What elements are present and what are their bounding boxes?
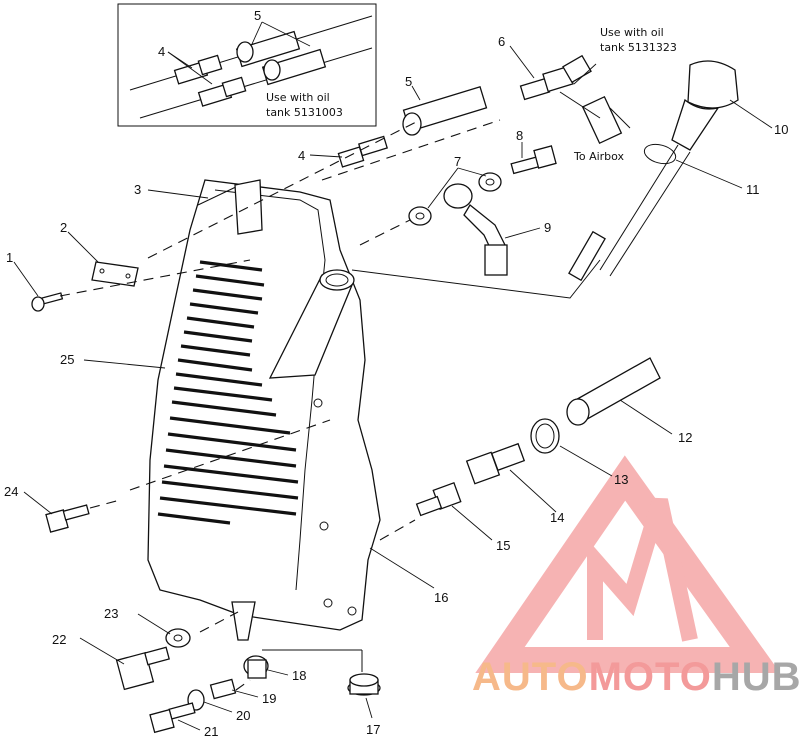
callout-21: 21 — [204, 724, 218, 738]
part-4-fitting — [337, 135, 388, 168]
inset-note-line2: tank 5131003 — [266, 106, 343, 119]
top-note-line1: Use with oil — [600, 26, 664, 39]
assembly-lines — [59, 91, 631, 691]
callout-19: 19 — [262, 691, 276, 706]
inset-box — [117, 3, 377, 127]
part-11-o-ring — [643, 143, 677, 165]
callout-24: 24 — [4, 484, 18, 499]
top-note-line2: tank 5131323 — [600, 41, 677, 54]
part-2-plate — [91, 261, 139, 287]
part-15-fitting — [415, 482, 462, 517]
part-17-grommet — [347, 673, 381, 696]
watermark-auto: AUTO — [472, 655, 589, 699]
callout-18: 18 — [292, 668, 306, 683]
watermark-logo — [475, 455, 781, 673]
part-8-bolt — [510, 145, 557, 175]
callout-6: 6 — [498, 34, 505, 49]
watermark-moto: MOTO — [589, 655, 712, 699]
airbox-note: To Airbox — [573, 150, 625, 163]
part-5-hose — [402, 85, 488, 136]
part-1-screw — [31, 292, 64, 312]
callout-15: 15 — [496, 538, 510, 553]
part-12-hose — [566, 357, 661, 426]
oil-tank — [147, 179, 381, 641]
watermark-hub: HUB — [712, 655, 800, 699]
leader-lines — [13, 21, 773, 731]
inset-parts — [129, 15, 373, 119]
callout-25: 25 — [60, 352, 74, 367]
part-24-bolt — [45, 504, 90, 533]
part-7-washer-b — [478, 172, 502, 192]
callout-5: 5 — [405, 74, 412, 89]
part-7-washer — [408, 206, 432, 226]
callout-4: 4 — [298, 148, 305, 163]
part-18-bushing — [243, 655, 269, 679]
callout-12: 12 — [678, 430, 692, 445]
callout-9: 9 — [544, 220, 551, 235]
watermark-text: AUTOMOTOHUB — [472, 655, 800, 699]
callout-10: 10 — [774, 122, 788, 137]
callout-2: 2 — [60, 220, 67, 235]
part-13-clamp — [530, 418, 560, 454]
part-22-drain-plug — [115, 646, 170, 691]
callout-23: 23 — [104, 606, 118, 621]
part-9-banjo-hose — [443, 183, 508, 276]
inset-note-line1: Use with oil — [266, 91, 330, 104]
callout-14: 14 — [550, 510, 564, 525]
callout-1: 1 — [6, 250, 13, 265]
callout-4-inset: 4 — [158, 44, 165, 59]
callout-22: 22 — [52, 632, 66, 647]
callout-16: 16 — [434, 590, 448, 605]
callout-8: 8 — [516, 128, 523, 143]
part-14-fitting — [465, 442, 526, 485]
part-19-sleeve — [209, 678, 237, 700]
airbox-hose — [581, 95, 623, 145]
callout-17: 17 — [366, 722, 380, 737]
callout-3: 3 — [134, 182, 141, 197]
callout-7: 7 — [454, 154, 461, 169]
part-10-cap — [568, 60, 739, 282]
callout-20: 20 — [236, 708, 250, 723]
callout-13: 13 — [614, 472, 628, 487]
callout-5-inset: 5 — [254, 8, 261, 23]
part-23-washer — [165, 628, 191, 648]
callout-11: 11 — [746, 182, 760, 197]
part-21-bolt — [149, 702, 196, 734]
